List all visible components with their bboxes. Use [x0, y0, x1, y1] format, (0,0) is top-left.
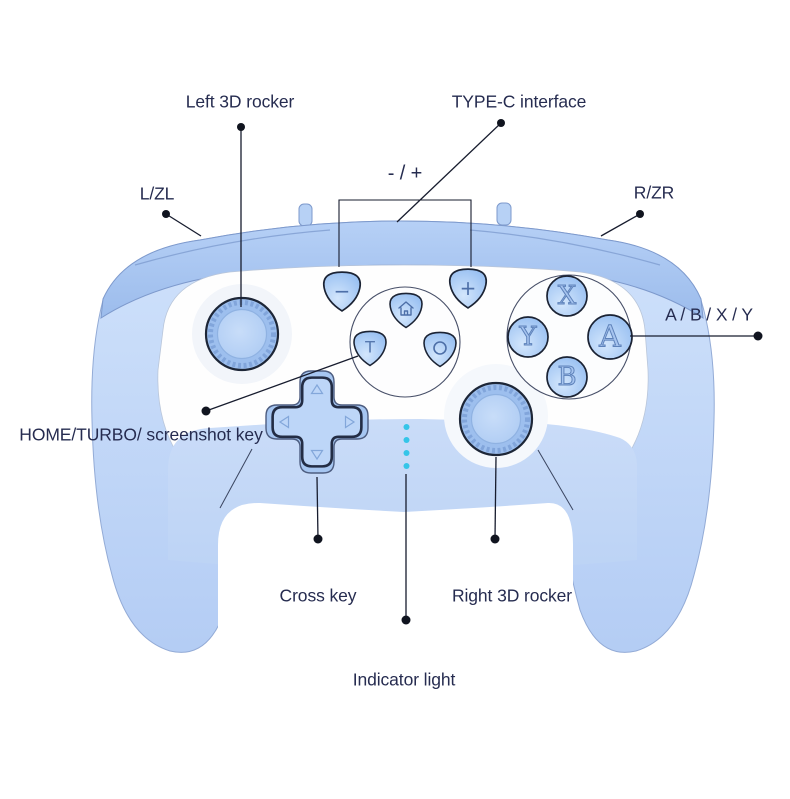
right-grip-seam [537, 449, 574, 511]
callout-line-home-turbo [205, 355, 359, 412]
button-a: A [587, 314, 633, 360]
callout-dots [162, 119, 763, 625]
callout-dot-r-zr [636, 210, 644, 218]
button-b-glyph: B [557, 362, 576, 392]
label-right-3d-rocker: Right 3D rocker [451, 585, 573, 606]
callout-dot-abxy [753, 331, 763, 341]
right-stick [458, 381, 534, 457]
callout-lines [165, 122, 758, 620]
home-icon [398, 301, 414, 316]
turbo-button: T [353, 330, 387, 367]
dpad-right-arrow-icon [344, 415, 356, 429]
callout-dot-home-turbo [201, 406, 211, 416]
left-rail-nub [298, 203, 313, 227]
left-stick-ridges [208, 300, 276, 368]
label-minus-plus: - / + [387, 162, 423, 185]
left-stick [204, 296, 280, 372]
right-stick-cap [470, 393, 522, 445]
label-cross-key: Cross key [279, 585, 357, 606]
left-stick-cap [216, 308, 268, 360]
minus-button: − [322, 271, 362, 312]
callout-line-r-zr [600, 213, 641, 237]
label-left-3d-rocker: Left 3D rocker [185, 91, 295, 112]
callout-dot-l-zl [162, 210, 170, 218]
button-a-glyph: A [598, 320, 621, 355]
right-stick-ridges [462, 385, 530, 453]
abxy-cluster: X Y A B [506, 274, 633, 400]
callout-dot-cross-key [313, 534, 323, 544]
minus-button-glyph: − [334, 279, 351, 303]
label-indicator-light: Indicator light [352, 669, 456, 690]
indicator-lights [403, 424, 410, 469]
indicator-dot-4 [403, 463, 410, 469]
label-abxy: A / B / X / Y [665, 304, 753, 325]
label-r-zr: R/ZR [633, 182, 675, 203]
dpad-up-arrow-icon [310, 383, 324, 395]
screenshot-button [423, 331, 457, 368]
indicator-dot-2 [403, 437, 410, 443]
label-type-c-interface: TYPE-C interface [451, 91, 587, 112]
callout-line-type-c [396, 122, 502, 223]
screenshot-circle-icon [433, 341, 447, 355]
indicator-dot-1 [403, 424, 410, 430]
bottom-panel [218, 502, 573, 668]
callout-dot-type-c [497, 119, 505, 127]
callout-line-right-rocker [494, 456, 497, 540]
callout-line-l-zl [165, 213, 202, 237]
left-bumper-seam [134, 229, 331, 266]
callout-line-cross-key [316, 476, 319, 540]
home-button [389, 292, 423, 329]
left-grip-seam [219, 448, 253, 509]
button-x-glyph: X [558, 281, 577, 311]
button-y-glyph: Y [518, 322, 537, 352]
dpad-left-arrow-icon [278, 415, 290, 429]
home-cluster-ring [349, 286, 461, 398]
callout-bracket-minus-plus [338, 199, 472, 267]
plus-button: + [448, 268, 488, 309]
label-l-zl: L/ZL [139, 183, 175, 204]
right-rail-nub [496, 202, 512, 226]
plus-button-glyph: + [460, 276, 477, 300]
button-y: Y [507, 316, 549, 358]
callout-dot-left-rocker [237, 123, 245, 131]
dpad [265, 370, 369, 474]
button-b: B [546, 356, 588, 398]
right-bumper-seam [469, 229, 661, 266]
callout-dot-right-rocker [490, 534, 500, 544]
indicator-dot-3 [403, 450, 410, 456]
turbo-button-glyph: T [364, 338, 375, 357]
callout-dot-indicator [401, 615, 411, 625]
label-home-turbo-screenshot: HOME/TURBO/ screenshot key [19, 424, 263, 445]
button-x: X [546, 275, 588, 317]
dpad-down-arrow-icon [310, 449, 324, 461]
